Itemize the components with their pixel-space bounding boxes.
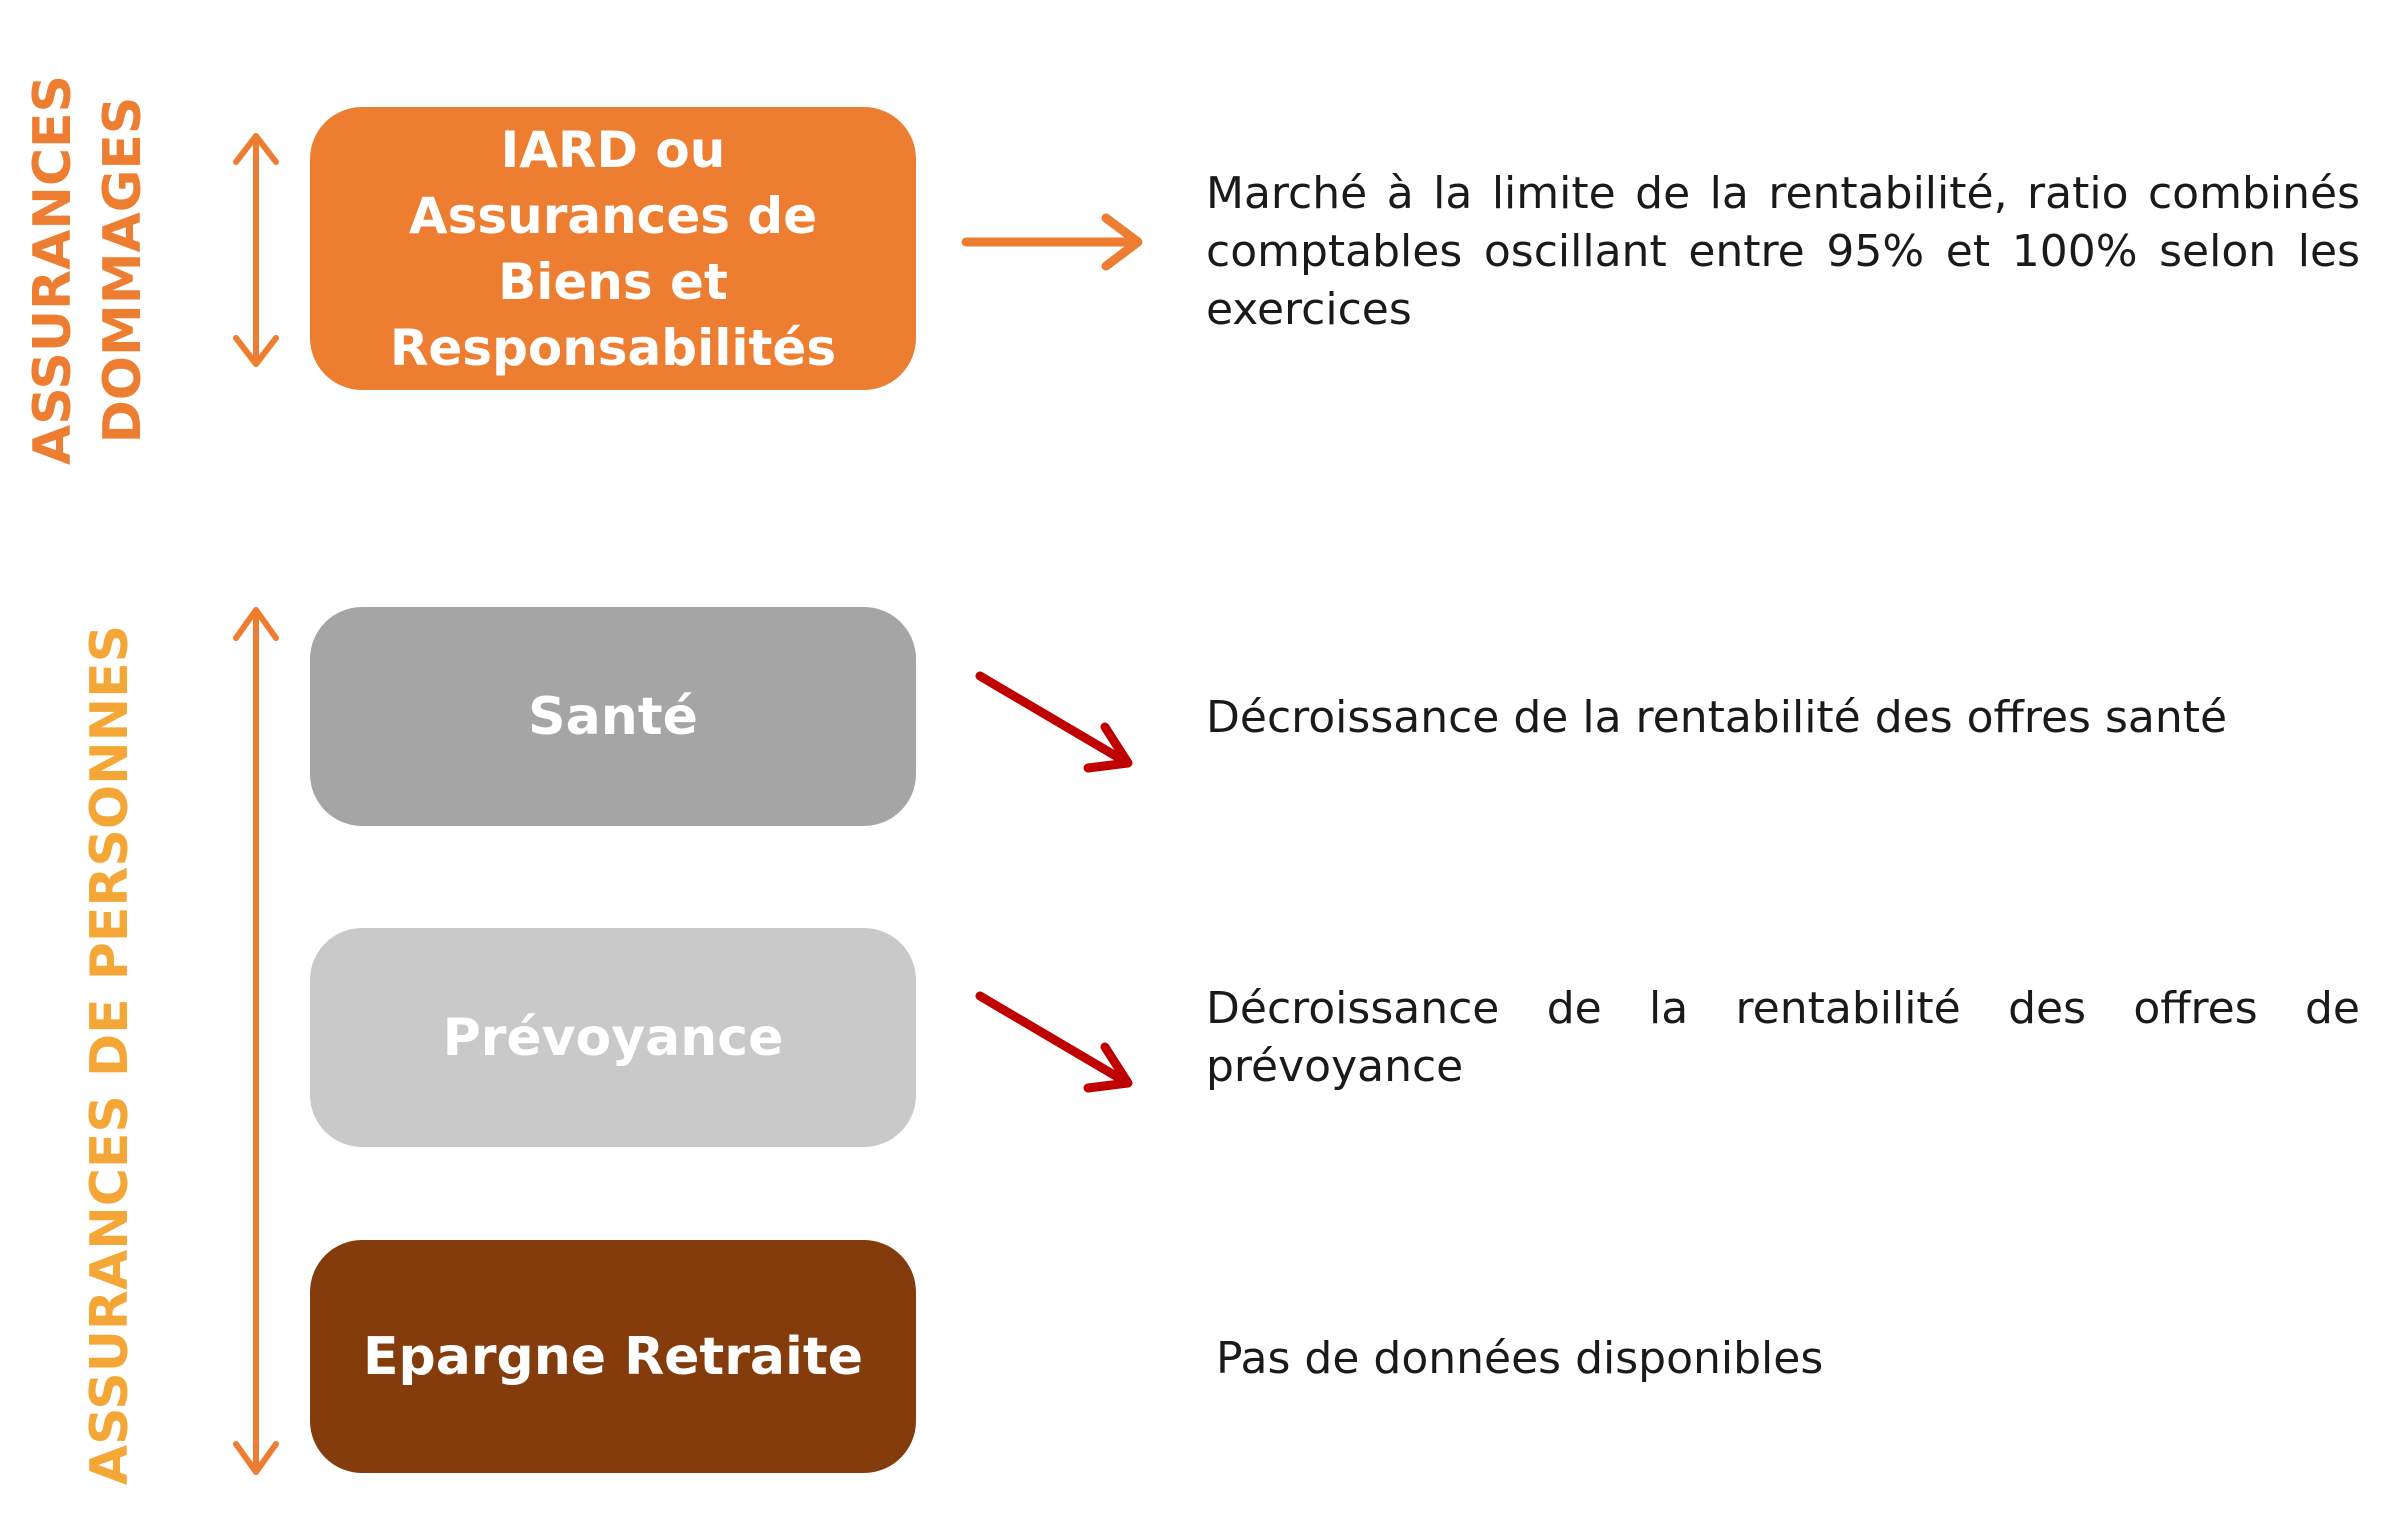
category-label-epargne-retraite: Epargne Retraite (363, 1326, 863, 1387)
personnes-range-arrow (233, 607, 279, 1475)
category-label-iard: IARD ou Assurances de Biens et Responsab… (389, 120, 837, 377)
category-label-sante: Santé (528, 686, 698, 747)
category-box-epargne-retraite: Epargne Retraite (310, 1240, 916, 1473)
category-box-prevoyance: Prévoyance (310, 928, 916, 1147)
trend-right-arrow-iard (961, 213, 1143, 271)
description-prevoyance: Décroissance de la rentabilité des offre… (1206, 983, 2360, 1092)
trend-down-arrow-sante (975, 671, 1133, 773)
description-iard: Marché à la limite de la rentabilité, ra… (1206, 168, 2360, 335)
description-epargne-retraite: Pas de données disponibles (1216, 1333, 1824, 1384)
category-label-prevoyance: Prévoyance (442, 1007, 784, 1068)
category-box-sante: Santé (310, 607, 916, 826)
description-sante: Décroissance de la rentabilité des offre… (1206, 692, 2228, 743)
dommages-range-arrow (233, 133, 279, 367)
category-box-iard: IARD ou Assurances de Biens et Responsab… (310, 107, 916, 390)
trend-down-arrow-prevoyance (975, 991, 1133, 1093)
